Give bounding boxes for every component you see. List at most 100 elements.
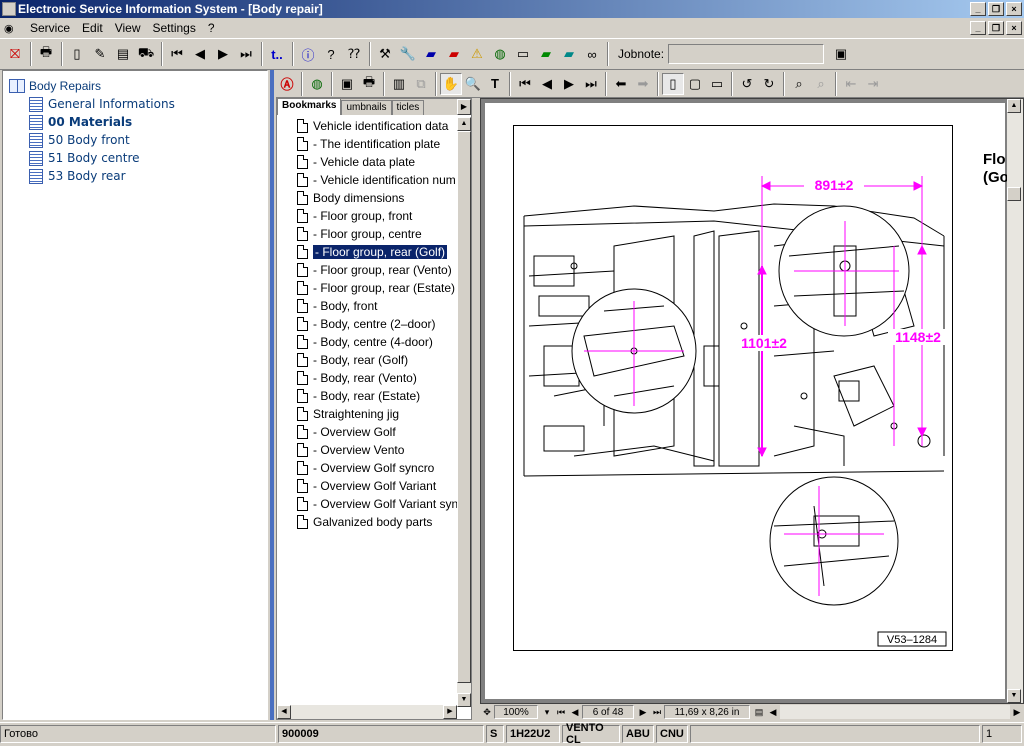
wrench-icon[interactable]: 🔧: [399, 46, 417, 61]
tree-item-body-rear[interactable]: 53 Body rear: [9, 167, 261, 185]
bookmark-item[interactable]: - Body, rear (Vento): [277, 369, 457, 387]
pane-splitter[interactable]: [270, 70, 274, 720]
bookmark-item[interactable]: - The identification plate: [277, 135, 457, 153]
scroll-up-icon[interactable]: ▲: [457, 117, 471, 131]
doc-scroll-down-icon[interactable]: ▼: [1007, 689, 1021, 703]
bookmark-item[interactable]: - Floor group, rear (Vento): [277, 261, 457, 279]
green-book-icon[interactable]: ▰: [541, 46, 551, 61]
prev-view-icon[interactable]: ⇤: [845, 75, 857, 91]
next-view-icon[interactable]: ⇥: [867, 75, 879, 91]
copy-icon[interactable]: ⧉: [416, 75, 426, 91]
notes-icon[interactable]: ▤: [116, 46, 130, 61]
t-button[interactable]: t..: [271, 46, 283, 62]
text-select-icon[interactable]: T: [491, 76, 499, 91]
go-back-icon[interactable]: ⬅: [615, 75, 627, 91]
scroll-left-icon[interactable]: ◀: [277, 705, 291, 719]
save-icon[interactable]: ▣: [340, 75, 354, 91]
status-next-page-icon[interactable]: ▶: [639, 706, 647, 717]
scroll-down-icon[interactable]: ▼: [457, 693, 471, 707]
new-document-icon[interactable]: ▯: [73, 46, 81, 61]
open-icon[interactable]: ◍: [311, 75, 323, 91]
bookmark-item[interactable]: - Body, centre (4-door): [277, 333, 457, 351]
bookmarks-vscroll[interactable]: ▲ ▼: [457, 117, 471, 707]
tree-item-materials[interactable]: 00 Materials: [9, 113, 261, 131]
mdi-close-button[interactable]: ×: [1006, 21, 1022, 35]
go-forward-icon[interactable]: ➡: [637, 75, 649, 91]
exit-icon[interactable]: ⛝: [10, 46, 20, 61]
first-icon[interactable]: ⏮: [171, 46, 183, 61]
zoom-tool-icon[interactable]: 🔍: [464, 75, 482, 91]
document-vscroll[interactable]: ▲ ▼: [1007, 99, 1023, 703]
warning-icon[interactable]: ⚠: [471, 46, 483, 61]
find-icon[interactable]: ⌕: [795, 75, 803, 91]
page-layout-icon[interactable]: ▤: [754, 706, 764, 717]
rotate-left-icon[interactable]: ↺: [741, 75, 753, 91]
restore-button[interactable]: ❐: [988, 2, 1004, 16]
edit-document-icon[interactable]: ✎: [94, 46, 106, 61]
mdi-restore-button[interactable]: ❐: [988, 21, 1004, 35]
minimize-button[interactable]: _: [970, 2, 986, 16]
bookmark-item[interactable]: - Floor group, centre: [277, 225, 457, 243]
bookmarks-hscroll[interactable]: ◀ ▶: [277, 705, 457, 719]
zoom-dropdown-icon[interactable]: ▾: [544, 706, 550, 717]
glasses-icon[interactable]: ∞: [587, 46, 597, 62]
menu-service[interactable]: Service: [30, 21, 71, 35]
help-icon[interactable]: ?: [327, 46, 335, 62]
actual-size-icon[interactable]: ▯: [662, 72, 684, 95]
menu-settings[interactable]: Settings: [152, 21, 196, 35]
bookmark-item[interactable]: - Overview Golf Variant syn: [277, 495, 457, 513]
tree-item-body-centre[interactable]: 51 Body centre: [9, 149, 261, 167]
bookmark-item[interactable]: - Floor group, rear (Golf): [277, 243, 457, 261]
bookmark-item[interactable]: - Body, front: [277, 297, 457, 315]
next-page-icon[interactable]: ▶: [564, 75, 574, 91]
doc-scroll-thumb[interactable]: [1007, 187, 1021, 201]
tab-bookmarks[interactable]: Bookmarks: [277, 98, 342, 115]
zoom-level[interactable]: 100%: [494, 705, 538, 719]
menu-view[interactable]: View: [114, 21, 141, 35]
app-menu-icon[interactable]: ◉: [4, 22, 14, 35]
fit-page-icon[interactable]: ▢: [688, 75, 702, 91]
navpane-toggle-icon[interactable]: ▥: [392, 75, 406, 91]
rotate-right-icon[interactable]: ↻: [763, 75, 775, 91]
print-preview-icon[interactable]: ▭: [516, 46, 530, 61]
pan-icon[interactable]: ✥: [483, 706, 491, 717]
hand-tool-icon[interactable]: ✋: [440, 72, 462, 95]
hscroll-left-icon[interactable]: ◀: [769, 706, 777, 717]
bookmark-item[interactable]: - Overview Vento: [277, 441, 457, 459]
bookmark-item[interactable]: - Body, rear (Golf): [277, 351, 457, 369]
status-last-page-icon[interactable]: ⏭: [652, 706, 662, 717]
info-icon[interactable]: ⓘ: [301, 47, 315, 63]
bookmark-item[interactable]: - Vehicle data plate: [277, 153, 457, 171]
last-page-icon[interactable]: ⏭: [585, 75, 597, 91]
last-icon[interactable]: ⏭: [240, 46, 252, 61]
hscroll-right-icon[interactable]: ▶: [1013, 706, 1021, 717]
bookmark-item[interactable]: - Overview Golf Variant: [277, 477, 457, 495]
scroll-thumb[interactable]: [457, 131, 471, 683]
mdi-minimize-button[interactable]: _: [970, 21, 986, 35]
print-icon[interactable]: 🖶: [362, 73, 376, 89]
context-help-icon[interactable]: ⁇: [348, 46, 360, 61]
bookmark-item[interactable]: Straightening jig: [277, 405, 457, 423]
first-page-icon[interactable]: ⏮: [519, 75, 531, 91]
bookmark-item[interactable]: - Overview Golf: [277, 423, 457, 441]
bookmark-item[interactable]: Vehicle identification data: [277, 117, 457, 135]
tab-scroll-right-icon[interactable]: ▶: [457, 99, 471, 115]
close-button[interactable]: ×: [1006, 2, 1022, 16]
tree-item-body-front[interactable]: 50 Body front: [9, 131, 261, 149]
bookmark-item[interactable]: - Body, centre (2–door): [277, 315, 457, 333]
bookmark-item[interactable]: - Floor group, front: [277, 207, 457, 225]
tree-item-general[interactable]: General Informations: [9, 95, 261, 113]
tab-thumbnails[interactable]: umbnails: [341, 100, 392, 115]
manual-icon[interactable]: ▰: [426, 46, 436, 61]
next-icon[interactable]: ▶: [218, 46, 228, 61]
search-icon[interactable]: ⌕: [817, 75, 825, 91]
menu-help[interactable]: ?: [207, 21, 215, 35]
bookmark-item[interactable]: - Body, rear (Estate): [277, 387, 457, 405]
prev-icon[interactable]: ◀: [195, 46, 205, 61]
scroll-right-icon[interactable]: ▶: [443, 705, 457, 719]
menu-edit[interactable]: Edit: [82, 21, 103, 35]
tools-icon[interactable]: ⚒: [379, 46, 391, 61]
doc-scroll-up-icon[interactable]: ▲: [1007, 99, 1021, 113]
car-icon[interactable]: ⛟: [137, 45, 155, 60]
